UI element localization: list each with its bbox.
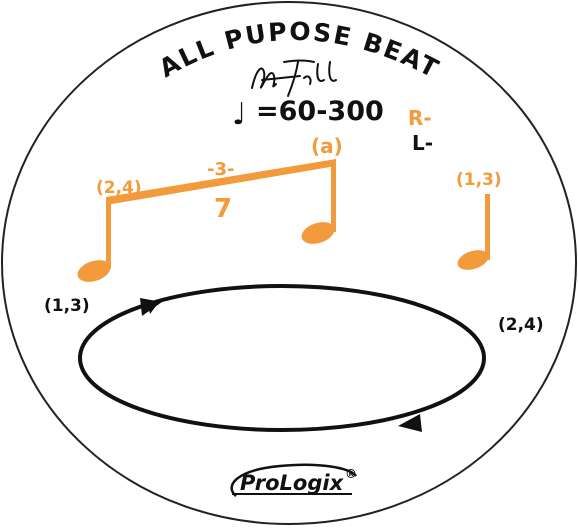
cycle-arrow-top-head: [140, 298, 162, 316]
note-stem-left: [106, 199, 111, 269]
brand-name: ProLogix: [240, 471, 345, 495]
tempo-range: =60-300: [256, 96, 384, 127]
legend-left: L-: [412, 131, 433, 155]
note-head-right: [457, 250, 489, 270]
legend-right: R-: [408, 106, 432, 130]
cycle-path: [78, 284, 486, 432]
cycle-label-right: (2,4): [498, 315, 544, 335]
beat-notation: (2,4) (a) (1,3) -3- 7: [77, 134, 502, 282]
note-head-left: [77, 260, 111, 282]
note-stem-mid: [331, 160, 336, 232]
prologix-logo: ProLogix ®: [230, 463, 357, 497]
beat-label-mid: (a): [311, 134, 343, 158]
triplet-label: -3-: [207, 159, 234, 180]
motion-cycle: (1,3) (2,4): [44, 284, 544, 432]
cycle-label-left: (1,3): [44, 296, 90, 316]
note-beam: [106, 159, 336, 205]
brand-mark: ®: [345, 467, 357, 481]
logo-swoosh: [230, 463, 357, 497]
cycle-arrow-bottom-head: [398, 414, 422, 432]
note-head-mid: [301, 222, 335, 244]
signature: [251, 59, 337, 97]
tempo-note-icon: ♩: [232, 97, 246, 132]
rest-symbol: 7: [214, 194, 232, 224]
note-stem-right: [485, 194, 490, 260]
beat-label-right: (1,3): [456, 170, 502, 190]
